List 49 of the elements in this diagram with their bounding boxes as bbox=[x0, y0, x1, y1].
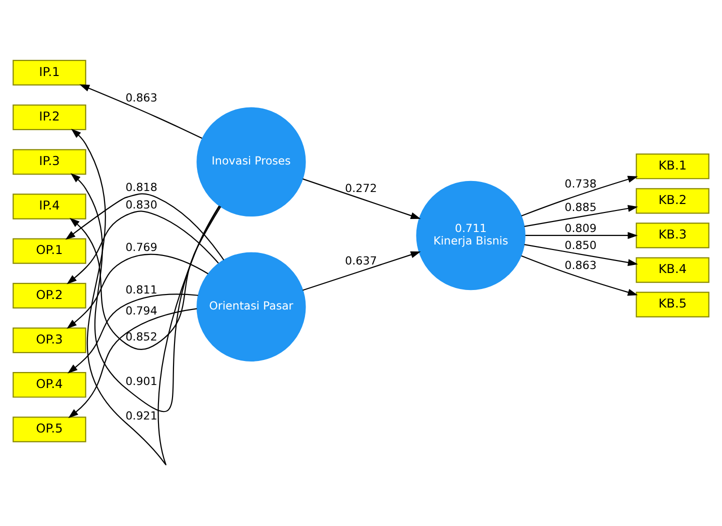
node-circle: Orientasi Pasar bbox=[196, 252, 306, 362]
edge-label: 0.921 bbox=[125, 409, 158, 422]
edge-label: 0.738 bbox=[564, 178, 597, 191]
edge-label: 0.850 bbox=[564, 238, 597, 252]
edge-label: 0.901 bbox=[125, 374, 158, 388]
arrow bbox=[68, 294, 198, 374]
node-box: KB.3 bbox=[636, 222, 710, 248]
node-box: OP.5 bbox=[12, 416, 86, 442]
edge-label: 0.272 bbox=[345, 182, 377, 196]
node-box: OP.1 bbox=[12, 238, 86, 264]
arrow bbox=[70, 206, 222, 350]
edge-label: 0.769 bbox=[125, 241, 158, 254]
node-box: IP.2 bbox=[12, 104, 86, 130]
node-box: IP.1 bbox=[12, 60, 86, 86]
arrow bbox=[524, 244, 638, 266]
edge-label: 0.637 bbox=[345, 254, 377, 268]
arrow bbox=[70, 173, 220, 412]
node-circle: Inovasi Proses bbox=[196, 107, 306, 217]
arrow bbox=[79, 84, 202, 139]
node-box: KB.5 bbox=[636, 292, 710, 318]
arrow bbox=[66, 210, 219, 284]
node-circle: 0.711 Kinerja Bisnis bbox=[416, 180, 526, 290]
edge-label: 0.885 bbox=[564, 200, 597, 214]
edge-label: 0.809 bbox=[564, 222, 597, 236]
arrow bbox=[521, 255, 638, 296]
node-box: KB.1 bbox=[636, 154, 710, 180]
edge-label: 0.852 bbox=[125, 330, 158, 344]
edge-label: 0.863 bbox=[125, 92, 158, 105]
node-box: IP.3 bbox=[12, 149, 86, 175]
edge-label: 0.811 bbox=[125, 283, 158, 296]
node-box: KB.2 bbox=[636, 188, 710, 214]
arrow bbox=[302, 178, 421, 220]
arrow bbox=[521, 176, 638, 216]
edge-label: 0.863 bbox=[564, 258, 597, 272]
edge-label: 0.830 bbox=[125, 198, 158, 212]
node-box: OP.3 bbox=[12, 327, 86, 354]
arrow bbox=[65, 193, 224, 260]
arrow bbox=[525, 232, 638, 239]
node-box: OP.2 bbox=[12, 282, 86, 308]
arrow bbox=[66, 254, 208, 329]
arrow bbox=[68, 308, 197, 418]
arrow bbox=[524, 204, 638, 227]
arrow bbox=[71, 128, 220, 463]
edge-label: 0.794 bbox=[125, 304, 158, 318]
edge-label: 0.818 bbox=[125, 180, 158, 194]
node-box: IP.4 bbox=[12, 194, 86, 220]
node-box: OP.4 bbox=[12, 372, 86, 398]
node-box: KB.4 bbox=[636, 257, 710, 283]
arrow bbox=[302, 251, 421, 291]
